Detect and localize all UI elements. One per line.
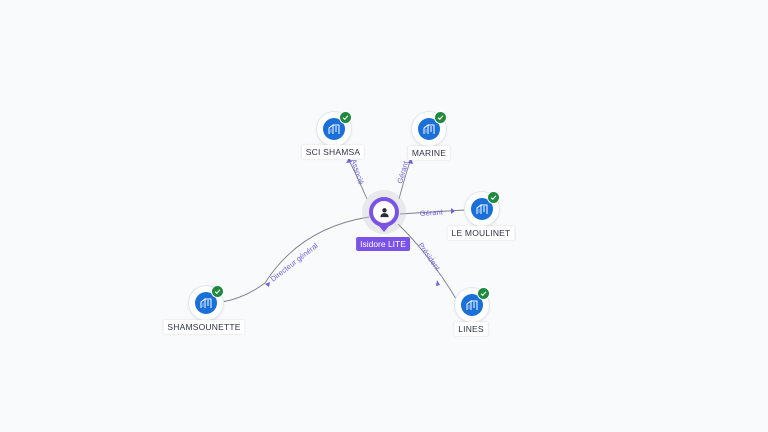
edge-shamsounette (221, 216, 370, 303)
edge-label-shamsounette: Directeur général (269, 241, 320, 284)
verified-check-icon (487, 191, 500, 204)
node-label-lines[interactable]: LINES (454, 322, 488, 336)
edge-arrow-sci-shamsa (346, 158, 352, 163)
node-marine[interactable] (412, 111, 447, 146)
verified-check-icon (211, 285, 224, 298)
company-badge (189, 285, 224, 320)
node-shamsounette[interactable] (189, 285, 224, 320)
verified-check-icon (434, 111, 447, 124)
verified-check-icon (477, 287, 490, 300)
edge-arrow-le-moulinet (451, 208, 455, 214)
building-icon (461, 294, 483, 316)
node-center-person[interactable] (362, 190, 406, 234)
node-label-shamsounette[interactable]: SHAMSOUNETTE (163, 320, 245, 334)
node-sci-shamsa[interactable] (317, 111, 352, 146)
company-badge (465, 191, 500, 226)
person-halo (362, 190, 406, 234)
verified-check-icon (339, 111, 352, 124)
company-badge (412, 111, 447, 146)
edge-lines (397, 223, 459, 303)
person-icon (373, 201, 395, 223)
node-le-moulinet[interactable] (465, 191, 500, 226)
edge-label-lines: Président (416, 241, 442, 273)
edge-arrow-shamsounette (265, 282, 270, 287)
node-lines[interactable] (455, 287, 490, 322)
edge-arrow-lines (436, 280, 440, 286)
edge-le-moulinet (399, 209, 466, 215)
building-icon (471, 198, 493, 220)
node-label-center-person[interactable]: Isidore LITE (356, 237, 410, 251)
node-label-marine[interactable]: MARINE (407, 146, 451, 160)
node-label-sci-shamsa[interactable]: SCI SHAMSA (301, 145, 365, 159)
building-icon (418, 118, 440, 140)
edge-label-le-moulinet: Gérant (420, 207, 444, 218)
company-badge (317, 111, 352, 146)
person-pin (369, 197, 399, 227)
company-badge (455, 287, 490, 322)
building-icon (195, 292, 217, 314)
building-icon (323, 118, 345, 140)
node-label-le-moulinet[interactable]: LE MOULINET (447, 226, 515, 240)
edge-arrow-marine (408, 158, 413, 164)
